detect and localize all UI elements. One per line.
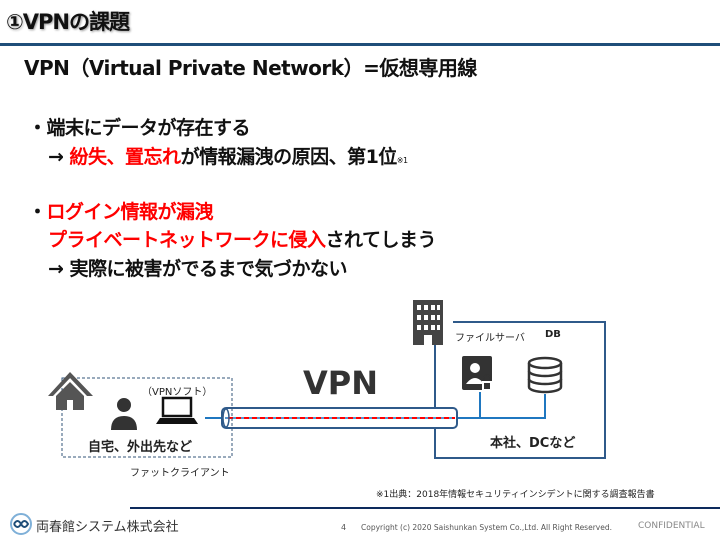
subtitle: VPN（Virtual Private Network）=仮想専用線 (24, 56, 477, 80)
footnote-ref: ※1 (396, 156, 408, 165)
footer-divider (130, 507, 720, 509)
file-server-label: ファイルサーバ (455, 333, 525, 344)
bullet-text: が情報漏洩の原因、第1位 (180, 146, 398, 168)
home-label: 自宅、外出先など (88, 440, 193, 455)
highlight-text: ログイン情報が漏洩 (46, 201, 214, 223)
bullet-text: 端末にデータが存在する (46, 117, 251, 139)
bullet2-line3: → 実際に被害がでるまで気づかない (48, 258, 348, 280)
arrow: → (48, 146, 70, 168)
slide-title: ①VPNの課題 (6, 10, 130, 34)
bullet1-line1: ・端末にデータが存在する (28, 113, 251, 140)
home-boundary (61, 377, 233, 458)
fat-client-label: ファットクライアント (130, 468, 230, 479)
source-note: ※1出典：2018年情報セキュリティインシデントに関する調査報告書 (376, 490, 655, 500)
confidential-label: CONFIDENTIAL (638, 521, 705, 531)
bullet-marker: ・ (28, 117, 47, 139)
file-server-icon (462, 356, 492, 390)
building-icon (413, 300, 443, 345)
database-icon (527, 356, 563, 394)
company-name: 両春館システム株式会社 (36, 520, 179, 535)
title-divider (0, 43, 720, 46)
house-icon (48, 372, 93, 410)
vpn-software-label: （VPNソフト） (142, 387, 213, 398)
bullet2-line2: プライベートネットワークに侵入されてしまう (48, 225, 436, 252)
user-icon (111, 398, 137, 430)
bullet-text: されてしまう (325, 229, 437, 251)
hq-label: 本社、DCなど (490, 436, 576, 451)
copyright: Copyright (c) 2020 Saishunkan System Co.… (361, 523, 612, 532)
highlight-text: 紛失、置忘れ (69, 146, 182, 168)
vpn-tunnel (221, 407, 458, 429)
company-logo-icon (10, 513, 32, 535)
laptop-icon (156, 396, 198, 424)
db-label: DB (545, 329, 561, 340)
vpn-label: VPN (303, 364, 378, 402)
bullet-marker: ・ (28, 201, 47, 223)
bullet1-line2: → 紛失、置忘れが情報漏洩の原因、第1位※1 (48, 142, 408, 169)
page-number: 4 (341, 523, 347, 532)
highlight-text: プライベートネットワークに侵入 (48, 229, 326, 251)
bullet2-line1: ・ログイン情報が漏洩 (28, 197, 214, 224)
